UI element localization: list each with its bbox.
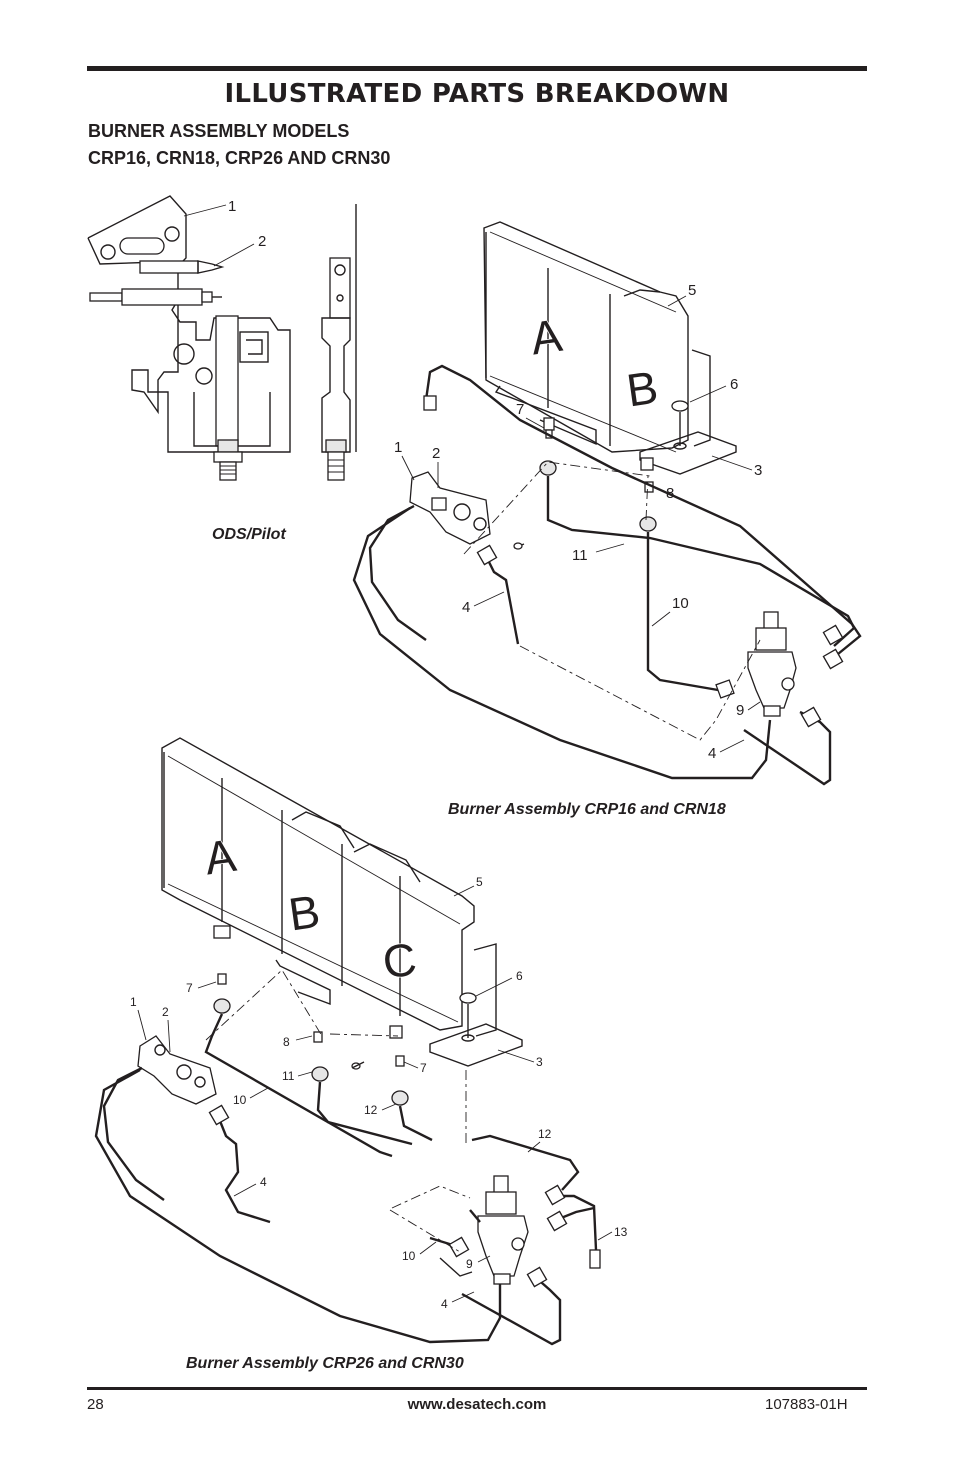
burner-crp26-panel-letters: A B C — [201, 828, 421, 989]
callout-10b: 10 — [402, 1249, 416, 1263]
callout-1: 1 — [130, 995, 137, 1009]
burner-crp16-control-valve — [747, 611, 797, 717]
footer-website: www.desatech.com — [407, 1396, 547, 1413]
burner-crp26-bracket-and-tubes — [204, 925, 601, 1346]
bottom-rule — [87, 1387, 867, 1390]
callout-5: 5 — [688, 282, 696, 299]
figure-caption-ods-pilot: ODS/Pilot — [212, 526, 286, 543]
panel-letter-a: A — [201, 829, 239, 885]
callout-9: 9 — [736, 702, 744, 719]
burner-crp16-ods-pilot-assembly — [352, 471, 772, 780]
callout-5: 5 — [476, 875, 483, 889]
ods-pilot-callouts: 1 2 — [183, 198, 266, 267]
callout-13: 13 — [614, 1225, 628, 1239]
burner-crp16-callouts: 1 2 3 4 4 5 6 7 8 9 10 11 — [394, 282, 762, 762]
footer-doc-number: 107883-01H — [765, 1396, 848, 1413]
callout-10: 10 — [672, 595, 689, 612]
callout-10: 10 — [233, 1093, 247, 1107]
page-title: ILLUSTRATED PARTS BREAKDOWN — [224, 79, 730, 109]
callout-11: 11 — [282, 1069, 295, 1083]
callout-12: 12 — [364, 1103, 378, 1117]
callout-3: 3 — [754, 462, 762, 479]
callout-2: 2 — [258, 233, 266, 250]
callout-4: 4 — [260, 1175, 267, 1189]
callout-3: 3 — [536, 1055, 543, 1069]
callout-12b: 12 — [538, 1127, 552, 1141]
figure-caption-crp26-crn30: Burner Assembly CRP26 and CRN30 — [186, 1355, 464, 1372]
callout-4b: 4 — [708, 745, 716, 762]
callout-7b: 7 — [420, 1061, 427, 1075]
burner-crp26-control-valve — [469, 1175, 529, 1285]
burner-crp26-panel — [161, 737, 497, 1037]
section-subtitle-line1: BURNER ASSEMBLY MODELS — [88, 121, 350, 141]
burner-crp26-callouts: 1 2 3 4 4 5 6 7 7 8 9 10 10 11 12 12 13 — [130, 875, 628, 1311]
callout-8: 8 — [666, 485, 674, 502]
panel-letter-a: A — [527, 309, 565, 365]
ods-pilot-side-view — [321, 204, 357, 481]
burner-crp16-bracket-and-tubes — [423, 364, 862, 786]
callout-7: 7 — [516, 401, 524, 418]
callout-9: 9 — [466, 1257, 473, 1271]
callout-4b: 4 — [441, 1297, 448, 1311]
callout-1: 1 — [228, 198, 236, 215]
callout-6: 6 — [730, 376, 738, 393]
callout-2: 2 — [432, 445, 440, 462]
burner-crp16-dash-lines — [463, 461, 761, 741]
panel-letter-b: B — [285, 885, 323, 941]
burner-crp16-panel — [483, 221, 711, 453]
callout-6: 6 — [516, 969, 523, 983]
top-rule — [87, 66, 867, 71]
callout-1: 1 — [394, 439, 402, 456]
burner-crp26-ods-pilot-assembly — [94, 1035, 502, 1344]
panel-letter-b: B — [623, 361, 661, 417]
callout-11: 11 — [572, 547, 588, 564]
callout-7: 7 — [186, 981, 193, 995]
ods-pilot-front-view — [87, 195, 291, 481]
burner-crp26-dash-lines — [205, 969, 471, 1253]
panel-letter-c: C — [379, 932, 419, 988]
figure-caption-crp16-crn18: Burner Assembly CRP16 and CRN18 — [448, 801, 726, 818]
footer-page-number: 28 — [87, 1396, 104, 1413]
section-subtitle-line2: CRP16, CRN18, CRP26 AND CRN30 — [88, 148, 391, 168]
callout-8: 8 — [283, 1035, 290, 1049]
callout-2: 2 — [162, 1005, 169, 1019]
callout-4: 4 — [462, 599, 470, 616]
